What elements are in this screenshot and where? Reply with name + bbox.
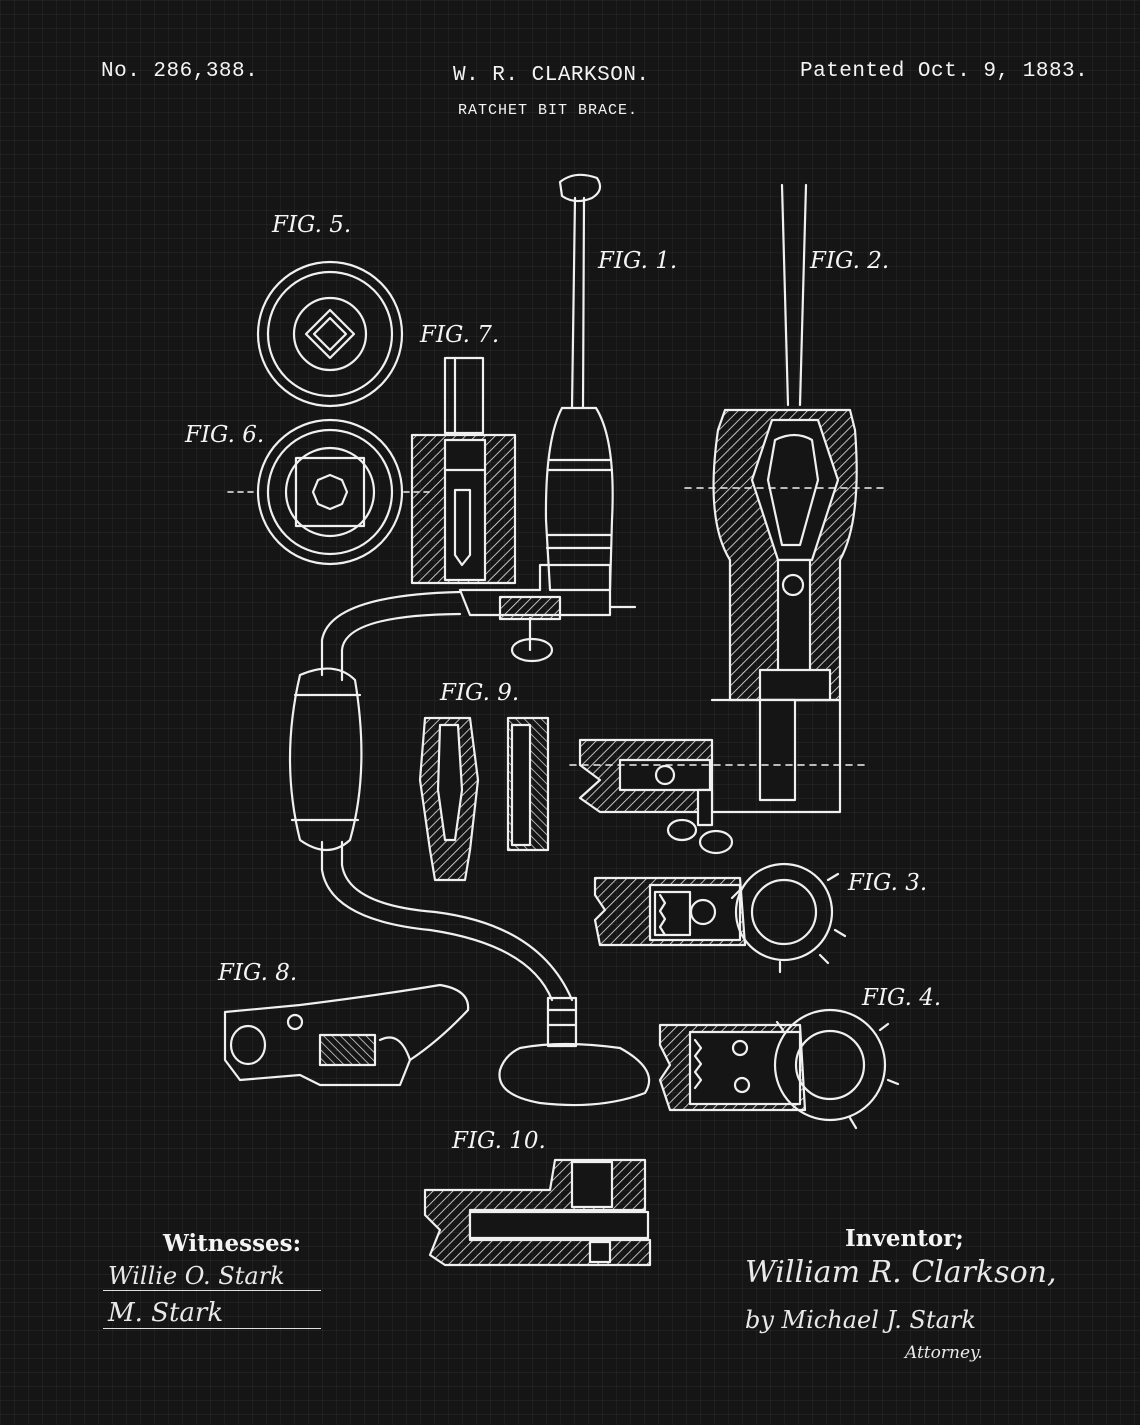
- witnesses-title: Witnesses:: [163, 1230, 302, 1257]
- patent-title: RATCHET BIT BRACE.: [458, 102, 639, 119]
- fig10-label: FIG. 10.: [452, 1128, 546, 1154]
- inventor-signature: William R. Clarkson,: [745, 1255, 1057, 1290]
- fig6-drawing: [227, 418, 433, 566]
- fig5-drawing: [256, 260, 404, 408]
- fig8-label: FIG. 8.: [218, 960, 298, 986]
- fig9-drawing: [418, 716, 550, 882]
- fig7-label: FIG. 7.: [420, 322, 500, 348]
- fig9-label: FIG. 9.: [440, 680, 520, 706]
- inventor-name-header: W. R. CLARKSON.: [453, 64, 650, 87]
- inventor-title: Inventor;: [845, 1225, 964, 1252]
- fig3-label: FIG. 3.: [848, 870, 928, 896]
- patent-number: No. 286,388.: [101, 60, 259, 83]
- patent-date: Patented Oct. 9, 1883.: [800, 60, 1089, 83]
- fig2-label: FIG. 2.: [810, 248, 890, 274]
- witness-signature-line-1: [103, 1290, 321, 1291]
- attorney-role: Attorney.: [905, 1343, 983, 1363]
- fig2-section-lines: [569, 487, 886, 766]
- fig10-drawing: [423, 1158, 652, 1267]
- fig6-label: FIG. 6.: [185, 422, 265, 448]
- fig4-ratchet-drawing: [658, 1008, 900, 1130]
- fig7-drawing: [410, 356, 517, 585]
- witness-signature-1: Willie O. Stark: [108, 1262, 285, 1290]
- fig8-drawing: [223, 983, 470, 1087]
- attorney-signature: by Michael J. Stark: [745, 1306, 976, 1334]
- fig5-label: FIG. 5.: [272, 212, 352, 238]
- witness-signature-line-2: [103, 1328, 321, 1329]
- witness-signature-2: M. Stark: [108, 1298, 224, 1328]
- fig3-ratchet-drawing: [593, 862, 847, 974]
- fig4-label: FIG. 4.: [862, 985, 942, 1011]
- fig1-label: FIG. 1.: [598, 248, 678, 274]
- fig2-section-drawing: [578, 183, 858, 855]
- fig1-brace-drawing: [288, 173, 651, 1107]
